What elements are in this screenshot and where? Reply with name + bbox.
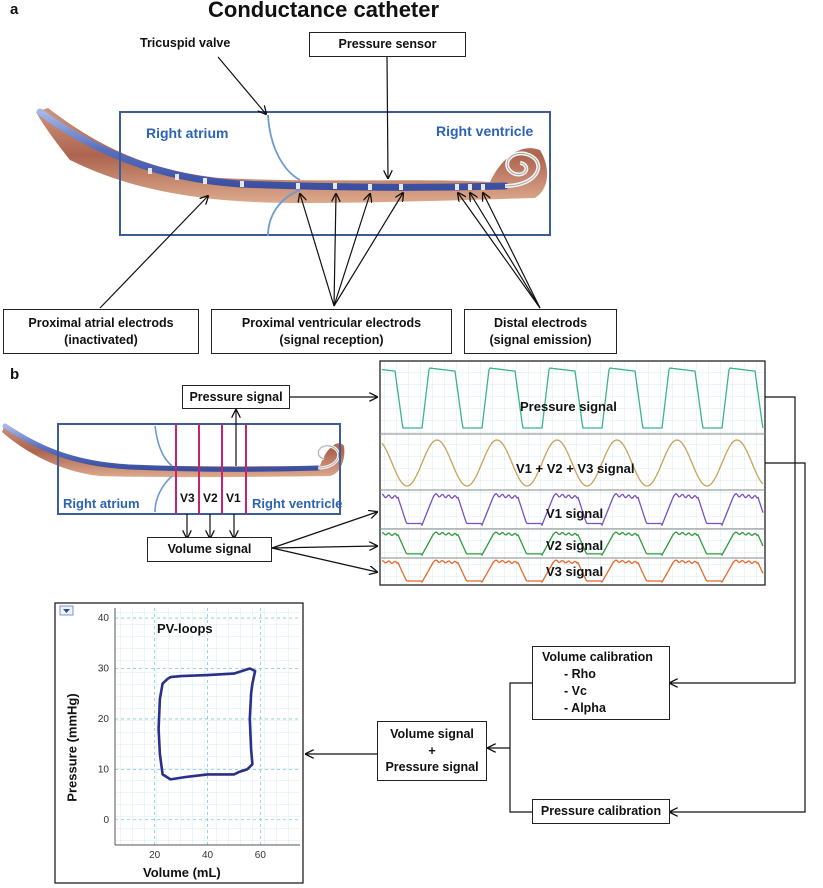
combined-signal-box: Volume signal + Pressure signal (377, 721, 487, 781)
calibration-item-rho: - Rho (564, 667, 596, 682)
calibration-item-alpha: - Alpha (564, 700, 606, 715)
segment-v2: V2 (203, 491, 218, 505)
pv-x-tick-label: 60 (255, 850, 267, 861)
pv-loop-chart: 20 40 60 0 10 20 30 40 (98, 608, 300, 861)
trace-label-sum: V1 + V2 + V3 signal (516, 461, 635, 476)
electrode-marks (148, 168, 485, 190)
pv-y-tick-label: 40 (98, 613, 110, 624)
pv-loop-xlabel: Volume (mL) (143, 865, 221, 880)
signal-trace-3 (381, 531, 764, 557)
pv-x-tick-label: 40 (202, 850, 214, 861)
pv-loop-ylabel: Pressure (mmHg) (64, 693, 80, 802)
pv-y-tick-label: 30 (98, 664, 110, 675)
pv-y-tick-label: 0 (103, 815, 109, 826)
segment-v1: V1 (226, 491, 241, 505)
trace-label-v2: V2 signal (546, 538, 604, 553)
panel-letter-a: a (10, 1, 19, 18)
proximal-ventricular-subtitle: (signal reception) (279, 332, 384, 347)
proximal-atrial-subtitle: (inactivated) (64, 332, 138, 347)
panel-letter-b: b (10, 366, 20, 383)
pv-loop-series-0 (157, 667, 257, 781)
trace-label-pressure: Pressure signal (520, 399, 617, 414)
signal-trace-4 (381, 559, 764, 584)
pv-y-tick-label: 10 (98, 764, 110, 775)
distal-title: Distal electrods (493, 315, 588, 330)
pv-plot-area (115, 608, 300, 845)
arrows-c (306, 396, 806, 812)
tricuspid-valve-label: Tricuspid valve (140, 36, 231, 50)
combined-volume: Volume signal (390, 726, 474, 741)
pv-y-tick-label: 20 (98, 714, 110, 725)
catheter-b (2, 423, 321, 472)
segment-v3: V3 (180, 491, 195, 505)
right-atrium-label: Right atrium (146, 125, 229, 141)
proximal-ventricular-title: Proximal ventricular electrods (241, 315, 422, 330)
right-ventricle-label-b: Right ventricle (252, 496, 343, 511)
pv-x-tick-label: 20 (149, 850, 161, 861)
distal-electrodes-box: Distal electrods (signal emission) (464, 309, 617, 354)
page-title: Conductance catheter (208, 0, 440, 22)
signal-trace-1 (381, 439, 764, 487)
right-atrium-label-b: Right atrium (63, 496, 140, 511)
signal-monitor (379, 360, 766, 586)
pressure-sensor-box: Pressure sensor (309, 32, 466, 57)
combined-plus: + (428, 743, 436, 758)
signal-trace-2 (381, 492, 764, 527)
volume-calibration-box: Volume calibration - Rho - Vc - Alpha (532, 646, 670, 720)
proximal-ventricular-box: Proximal ventricular electrods (signal re… (211, 309, 452, 354)
arrows-a (99, 55, 541, 309)
tricuspid-valve-lower (267, 189, 301, 237)
proximal-atrial-title: Proximal atrial electrods (28, 315, 174, 330)
distal-subtitle: (signal emission) (489, 332, 592, 347)
trace-label-v3: V3 signal (546, 564, 604, 579)
trace-label-v1: V1 signal (546, 506, 604, 521)
volume-calibration-title: Volume calibration (542, 650, 653, 665)
volume-segment-lines (175, 424, 247, 514)
chevron-down-icon (63, 609, 70, 613)
pressure-signal-box: Pressure signal (182, 385, 290, 409)
pressure-calibration-box: Pressure calibration (532, 799, 670, 824)
pv-loop-title: PV-loops (157, 621, 213, 636)
signal-trace-0 (381, 367, 764, 429)
arrows-b (187, 397, 377, 572)
heart-tissue (36, 108, 548, 203)
proximal-atrial-box: Proximal atrial electrods (inactivated) (3, 309, 199, 354)
combined-pressure: Pressure signal (385, 760, 479, 775)
calibration-item-vc: - Vc (564, 684, 587, 698)
volume-signal-box: Volume signal (147, 537, 272, 562)
tricuspid-valve-upper (267, 114, 301, 181)
right-ventricle-label: Right ventricle (436, 123, 534, 139)
